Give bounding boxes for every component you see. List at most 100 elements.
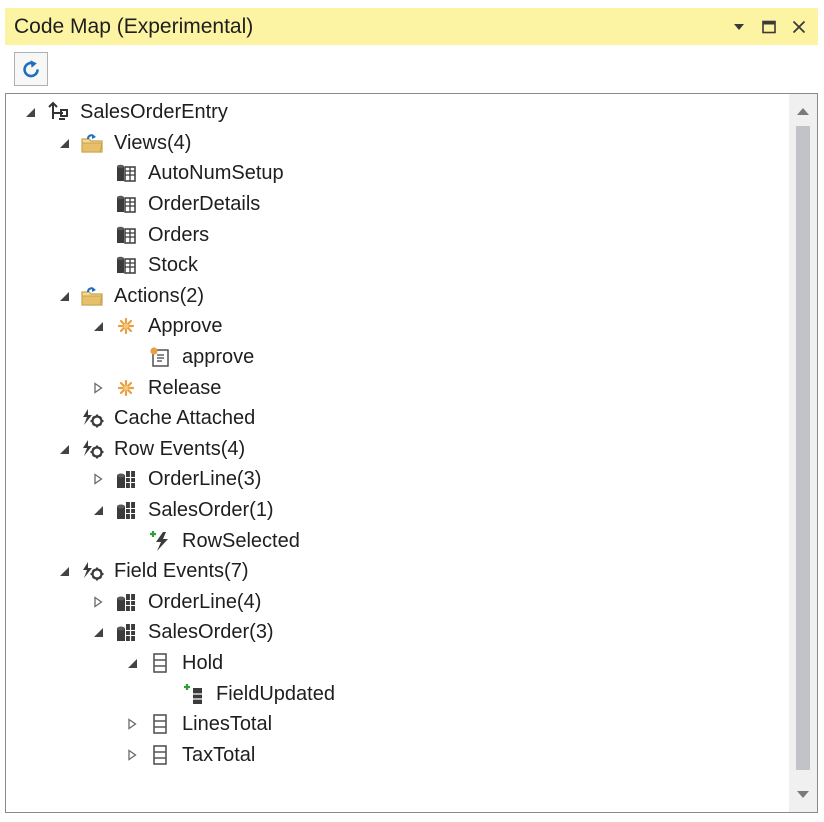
collapsed-triangle-icon[interactable]	[91, 472, 105, 486]
add-event-icon	[148, 529, 172, 553]
tree-node[interactable]: SalesOrderEntry	[6, 97, 787, 128]
collapsed-triangle-icon[interactable]	[125, 717, 139, 731]
tree-node-label: Views(4)	[114, 131, 192, 154]
field-icon	[148, 712, 172, 736]
event-gear-icon	[80, 406, 104, 430]
tree-node[interactable]: Actions(2)	[6, 281, 787, 312]
field-icon	[148, 743, 172, 767]
expanded-triangle-icon[interactable]	[57, 136, 71, 150]
tree-node-label: Field Events(7)	[114, 560, 249, 583]
tree-node-label: Release	[148, 376, 222, 399]
expanded-triangle-icon[interactable]	[57, 564, 71, 578]
tree-node[interactable]: AutoNumSetup	[6, 158, 787, 189]
tree-node-label: FieldUpdated	[216, 682, 335, 705]
chevron-down-icon	[734, 23, 744, 30]
tree-node[interactable]: SalesOrder(1)	[6, 495, 787, 526]
collapsed-triangle-icon[interactable]	[91, 595, 105, 609]
tree-node-label: Actions(2)	[114, 284, 205, 307]
tree-node-label: SalesOrderEntry	[80, 101, 228, 124]
scroll-up-button[interactable]	[789, 98, 817, 124]
tree-node[interactable]: approve	[6, 342, 787, 373]
tree-node-label: OrderLine(4)	[148, 590, 262, 613]
expanded-triangle-icon[interactable]	[23, 105, 37, 119]
view-icon	[114, 253, 138, 277]
dac-icon	[114, 590, 138, 614]
collapsed-triangle-icon[interactable]	[91, 381, 105, 395]
window-title: Code Map (Experimental)	[14, 15, 254, 38]
tree-node[interactable]: Stock	[6, 250, 787, 281]
tree-node[interactable]: SalesOrder(3)	[6, 617, 787, 648]
action-star-icon	[114, 376, 138, 400]
expanded-triangle-icon[interactable]	[57, 442, 71, 456]
tree-node[interactable]: OrderDetails	[6, 189, 787, 220]
tree-node-label: RowSelected	[182, 529, 300, 552]
chevron-up-icon	[797, 108, 809, 115]
dac-icon	[114, 620, 138, 644]
maximize-icon	[762, 20, 776, 33]
folder-icon	[80, 284, 104, 308]
event-gear-icon	[80, 437, 104, 461]
refresh-button[interactable]	[14, 52, 48, 86]
field-icon	[148, 651, 172, 675]
action-star-icon	[114, 314, 138, 338]
tree-node[interactable]: OrderLine(3)	[6, 464, 787, 495]
scroll-down-button[interactable]	[789, 782, 817, 808]
refresh-icon	[23, 60, 39, 78]
expanded-triangle-icon[interactable]	[57, 289, 71, 303]
tree-node-label: Row Events(4)	[114, 437, 246, 460]
scrollbar-thumb[interactable]	[796, 126, 810, 770]
dac-icon	[114, 498, 138, 522]
tree-node-label: SalesOrder(3)	[148, 621, 274, 644]
tree-node[interactable]: Views(4)	[6, 128, 787, 159]
expanded-triangle-icon[interactable]	[91, 625, 105, 639]
close-button[interactable]	[788, 16, 810, 38]
title-bar[interactable]: Code Map (Experimental)	[5, 8, 818, 45]
maximize-button[interactable]	[758, 16, 780, 38]
toolbar	[14, 52, 48, 86]
tree-node[interactable]: FieldUpdated	[6, 678, 787, 709]
add-field-event-icon	[182, 682, 206, 706]
graph-icon	[46, 100, 70, 124]
view-icon	[114, 161, 138, 185]
method-icon	[148, 345, 172, 369]
tree-node-label: SalesOrder(1)	[148, 499, 274, 522]
tree-node[interactable]: LinesTotal	[6, 709, 787, 740]
tree-node-label: OrderLine(3)	[148, 468, 262, 491]
tree-node-label: LinesTotal	[182, 713, 273, 736]
vertical-scrollbar[interactable]	[789, 94, 817, 812]
expanded-triangle-icon[interactable]	[91, 503, 105, 517]
folder-icon	[80, 131, 104, 155]
tree-node-label: Stock	[148, 254, 199, 277]
title-controls	[728, 8, 810, 45]
tree-node[interactable]: Hold	[6, 648, 787, 679]
tree-node[interactable]: Field Events(7)	[6, 556, 787, 587]
expanded-triangle-icon[interactable]	[125, 656, 139, 670]
tree-node-label: Orders	[148, 223, 210, 246]
dropdown-button[interactable]	[728, 16, 750, 38]
tree-node[interactable]: Cache Attached	[6, 403, 787, 434]
tree-node[interactable]: Approve	[6, 311, 787, 342]
close-icon	[792, 20, 806, 33]
tree-node[interactable]: Row Events(4)	[6, 434, 787, 465]
tree-node-label: TaxTotal	[182, 743, 256, 766]
tree-node[interactable]: Release	[6, 372, 787, 403]
tree-node-label: AutoNumSetup	[148, 162, 284, 185]
chevron-down-icon	[797, 791, 809, 798]
view-icon	[114, 192, 138, 216]
tree-node[interactable]: Orders	[6, 219, 787, 250]
expanded-triangle-icon[interactable]	[91, 319, 105, 333]
dac-icon	[114, 467, 138, 491]
tree-node-label: Hold	[182, 651, 224, 674]
tree-node-label: approve	[182, 346, 255, 369]
view-icon	[114, 223, 138, 247]
tree-node[interactable]: TaxTotal	[6, 739, 787, 770]
tree-node-label: Approve	[148, 315, 223, 338]
tree-node-label: OrderDetails	[148, 193, 261, 216]
tree-node[interactable]: OrderLine(4)	[6, 587, 787, 618]
collapsed-triangle-icon[interactable]	[125, 748, 139, 762]
tree-node-label: Cache Attached	[114, 407, 256, 430]
tree-node[interactable]: RowSelected	[6, 525, 787, 556]
event-gear-icon	[80, 559, 104, 583]
